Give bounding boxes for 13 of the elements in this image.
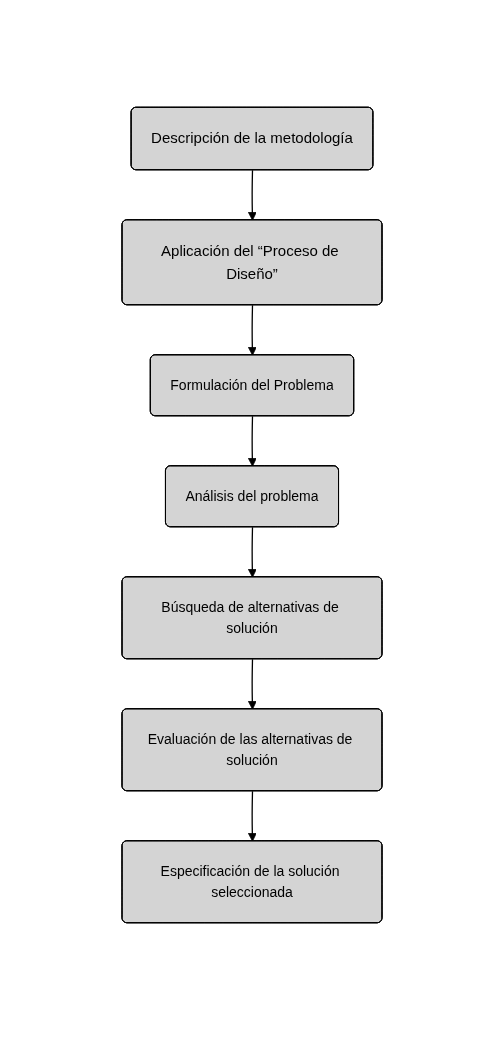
arrow [247,658,257,710]
arrow [247,169,257,221]
process-box: Descripción de la metodología [130,106,374,171]
arrow [247,415,257,467]
process-box: Análisis del problema [164,465,340,528]
process-box: Evaluación de las alternativas de solución [121,708,383,792]
arrow [247,526,257,578]
process-box: Búsqueda de alternativas de solución [121,576,383,660]
process-box: Formulación del Problema [149,354,355,417]
process-box: Aplicación del “Proceso de Diseño” [121,219,383,306]
arrow [247,304,257,356]
process-box: Especificación de la solución seleccionada [121,840,383,924]
arrow [247,790,257,842]
